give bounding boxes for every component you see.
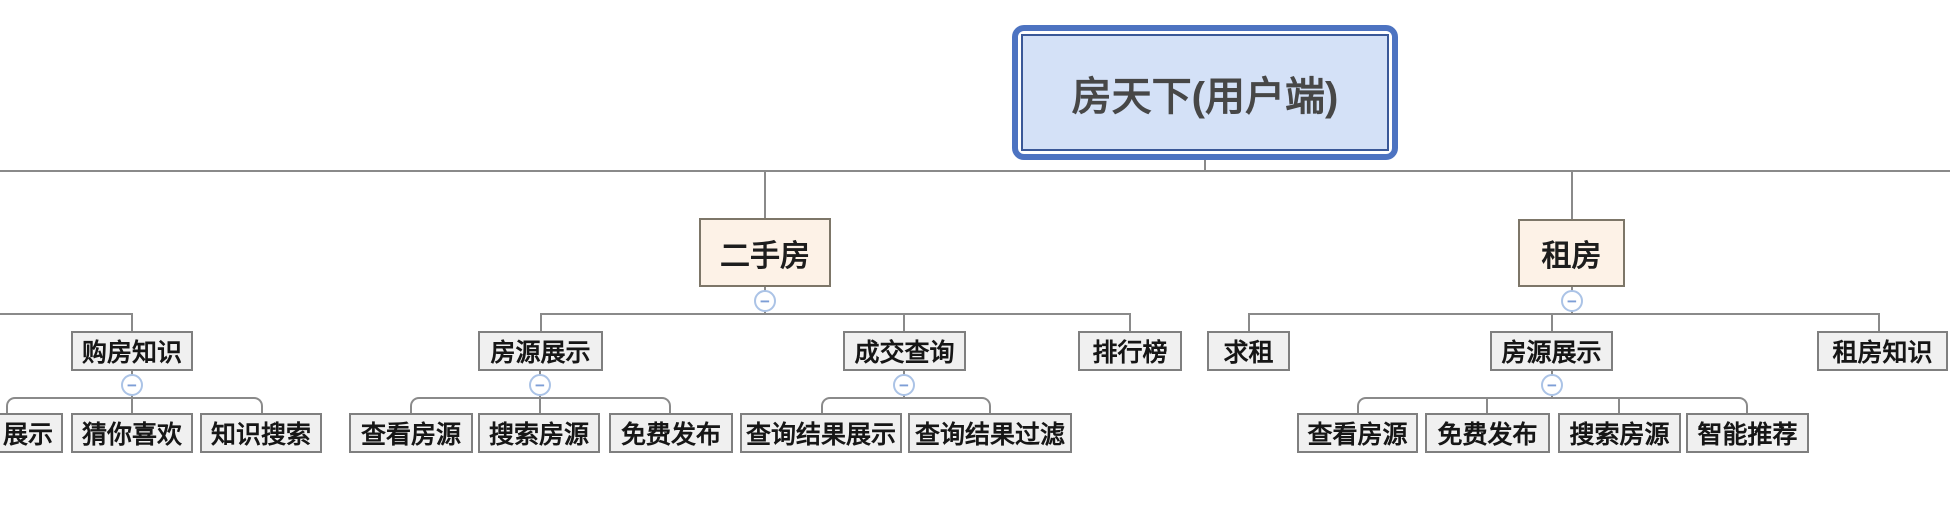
collapse-icon-zufang[interactable]: − bbox=[1561, 290, 1583, 312]
connector-drop-zufang bbox=[1571, 171, 1573, 219]
node-chaxunjieguo-guolv[interactable]: 查询结果过滤 bbox=[908, 413, 1072, 453]
connector-rail-fangyuanzhanshi-zu bbox=[1357, 397, 1748, 413]
node-zufangzhishi[interactable]: 租房知识 bbox=[1817, 331, 1948, 371]
node-zhishisousuo[interactable]: 知识搜索 bbox=[200, 413, 322, 453]
node-fangyuanzhanshi-ershoufang[interactable]: 房源展示 bbox=[478, 331, 603, 371]
node-fangyuanzhanshi-zufang[interactable]: 房源展示 bbox=[1490, 331, 1613, 371]
connector-rail-goufangzhishi bbox=[6, 397, 263, 413]
connector-rail-chengjiaochaxun bbox=[821, 397, 991, 413]
node-mianfeifabu-zu[interactable]: 免费发布 bbox=[1425, 413, 1550, 453]
connector-rail-left-partial bbox=[0, 313, 133, 331]
connector-drop-sousuofangyuan-es bbox=[539, 397, 541, 413]
connector-drop-mianfeifabu-zu bbox=[1486, 397, 1488, 413]
node-chengjiaochaxun[interactable]: 成交查询 bbox=[843, 331, 966, 371]
collapse-icon-fangyuanzhanshi-zu[interactable]: − bbox=[1541, 374, 1563, 396]
root-node-label: 房天下(用户端) bbox=[1021, 34, 1389, 151]
connector-rail-zufang bbox=[1248, 313, 1880, 331]
collapse-icon-chengjiaochaxun[interactable]: − bbox=[893, 374, 915, 396]
connector-drop-chengjiaochaxun bbox=[903, 313, 905, 331]
node-ershoufang[interactable]: 二手房 bbox=[699, 218, 831, 287]
node-sousuofangyuan-es[interactable]: 搜索房源 bbox=[478, 413, 600, 453]
node-goufangzhishi[interactable]: 购房知识 bbox=[71, 331, 193, 371]
node-qiuzu[interactable]: 求租 bbox=[1207, 331, 1290, 371]
connector-drop-ershoufang bbox=[764, 171, 766, 218]
connector-rail-ershoufang bbox=[540, 313, 1131, 331]
collapse-icon-ershoufang[interactable]: − bbox=[754, 290, 776, 312]
node-chakanfangyuan-zu[interactable]: 查看房源 bbox=[1297, 413, 1418, 453]
connector-drop-cainixihuan bbox=[131, 397, 133, 413]
node-paihangbang[interactable]: 排行榜 bbox=[1078, 331, 1182, 371]
collapse-icon-fangyuanzhanshi-es[interactable]: − bbox=[529, 374, 551, 396]
connector-root-stub bbox=[1204, 158, 1206, 171]
node-mianfeifabu-es[interactable]: 免费发布 bbox=[609, 413, 733, 453]
node-chakanfangyuan-es[interactable]: 查看房源 bbox=[349, 413, 473, 453]
connector-drop-fangyuanzhanshi-zu bbox=[1551, 313, 1553, 331]
node-zhanshi-cut[interactable]: 展示 bbox=[0, 413, 63, 453]
node-zhinengtuijian[interactable]: 智能推荐 bbox=[1686, 413, 1809, 453]
node-chaxunjieguo-zhanshi[interactable]: 查询结果展示 bbox=[740, 413, 902, 453]
node-cainixihuan[interactable]: 猜你喜欢 bbox=[71, 413, 193, 453]
connector-top-rail bbox=[0, 170, 1950, 172]
node-zufang[interactable]: 租房 bbox=[1518, 219, 1625, 287]
node-sousuofangyuan-zu[interactable]: 搜索房源 bbox=[1558, 413, 1681, 453]
collapse-icon-goufangzhishi[interactable]: − bbox=[121, 374, 143, 396]
root-node[interactable]: 房天下(用户端) bbox=[1012, 25, 1398, 160]
connector-drop-sousuofangyuan-zu bbox=[1618, 397, 1620, 413]
